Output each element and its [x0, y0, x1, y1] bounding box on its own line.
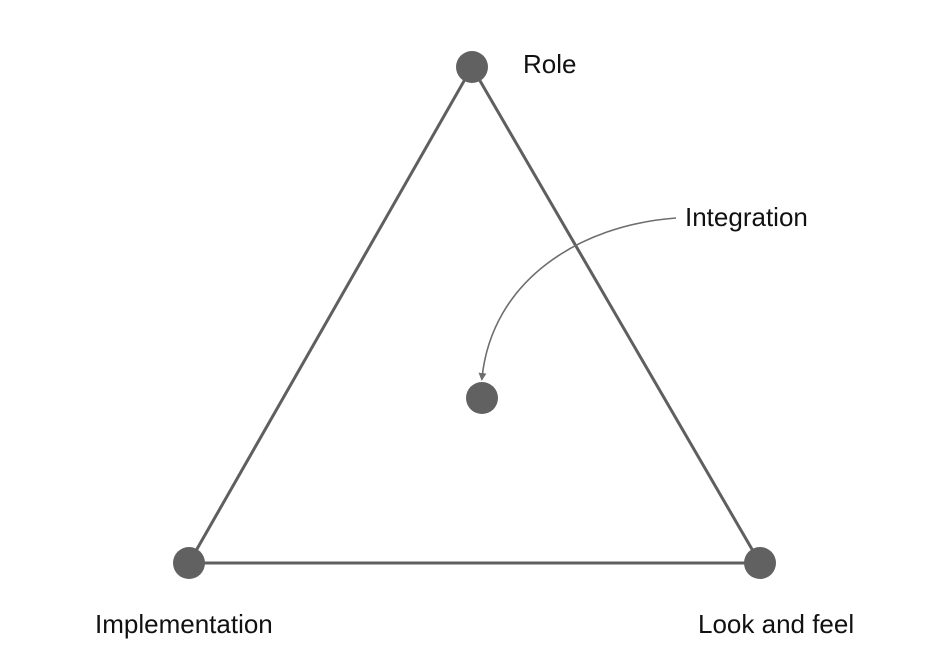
label-look-and-feel: Look and feel	[698, 609, 855, 639]
edge-role-implementation	[187, 66, 474, 564]
edge-role-look-and-feel	[470, 66, 762, 564]
integration-arrow	[478, 217, 677, 381]
node-role	[456, 51, 488, 83]
label-integration: Integration	[685, 202, 808, 232]
node-look-and-feel	[744, 547, 776, 579]
node-implementation	[173, 547, 205, 579]
label-implementation: Implementation	[95, 609, 273, 639]
node-integration	[466, 382, 498, 414]
label-role: Role	[523, 49, 577, 79]
